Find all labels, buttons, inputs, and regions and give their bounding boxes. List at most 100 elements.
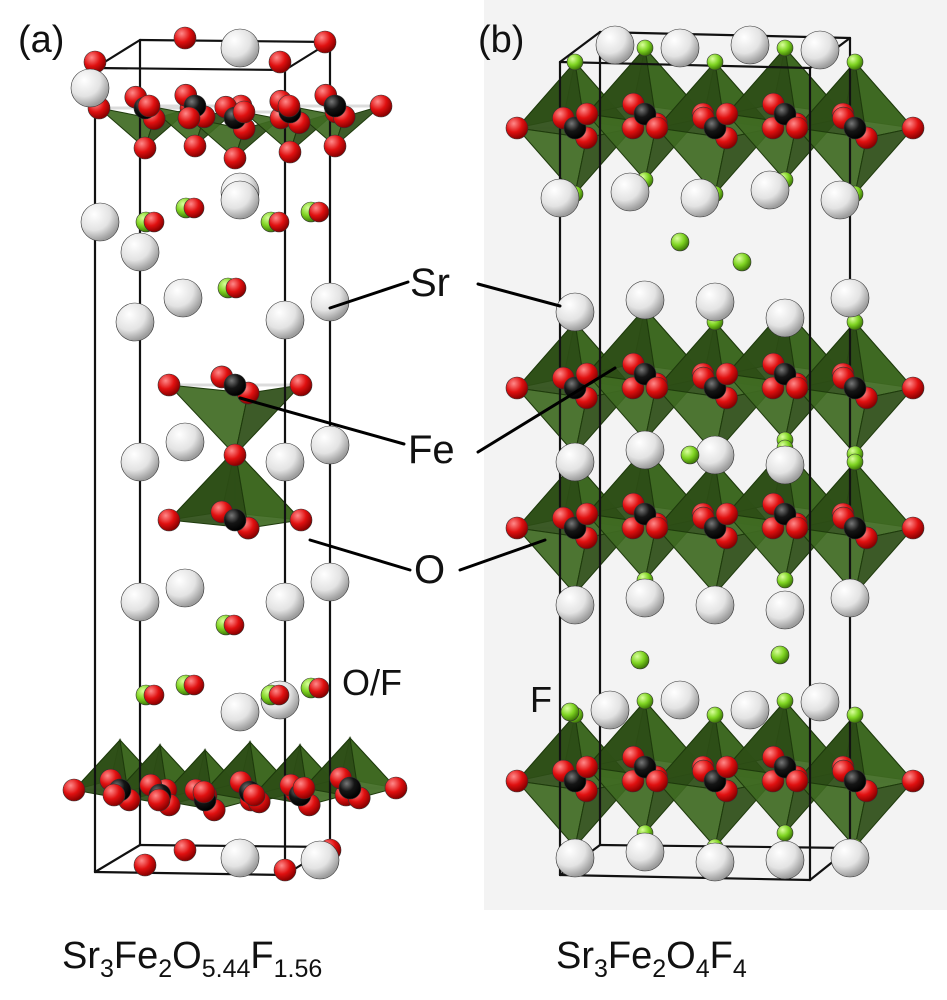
- o-atom: [505, 116, 529, 140]
- f-atom: [680, 445, 700, 465]
- sr-atom: [590, 690, 630, 730]
- f-atom: [770, 645, 790, 665]
- o-atom: [575, 502, 599, 526]
- sr-atom: [165, 422, 205, 462]
- of-site-o: [223, 614, 245, 636]
- panel-a-label: (a): [18, 19, 64, 61]
- o-atom: [645, 376, 669, 400]
- o-atom: [313, 30, 337, 54]
- f-atom: [846, 706, 864, 724]
- o-atom: [289, 373, 313, 397]
- sr-atom: [540, 178, 580, 218]
- sr-atom: [555, 838, 595, 878]
- of-site-o: [268, 684, 290, 706]
- octahedron-face: [349, 736, 397, 799]
- f-atom: [706, 53, 724, 71]
- sr-atom: [310, 425, 350, 465]
- of-site-o: [183, 197, 205, 219]
- sr-atom: [555, 292, 595, 332]
- o-atom: [133, 853, 157, 877]
- f-atom: [776, 824, 794, 842]
- o-atom: [645, 116, 669, 140]
- sr-atom: [800, 682, 840, 722]
- f-atom: [732, 252, 752, 272]
- of-site-o: [308, 201, 330, 223]
- panel-b-label: (b): [478, 19, 524, 61]
- sr-atom: [820, 180, 860, 220]
- f-atom: [560, 702, 580, 722]
- o-atom: [137, 94, 161, 118]
- sr-atom: [265, 582, 305, 622]
- sr-label: Sr: [410, 261, 450, 305]
- o-atom: [715, 755, 739, 779]
- leader-line: [238, 396, 406, 446]
- f-atom: [670, 232, 690, 252]
- o-atom: [901, 116, 925, 140]
- of-site-o: [143, 211, 165, 233]
- leader-line: [308, 538, 412, 572]
- o-atom: [292, 776, 316, 800]
- o-atom: [715, 362, 739, 386]
- sr-atom: [730, 25, 770, 65]
- unit-cell-edge: [558, 873, 812, 882]
- sr-atom: [625, 430, 665, 470]
- o-atom: [277, 94, 301, 118]
- of-site-o: [225, 277, 247, 299]
- sr-atom: [163, 278, 203, 318]
- sr-atom: [765, 590, 805, 630]
- sr-atom: [695, 842, 735, 882]
- fe-atom: [223, 508, 247, 532]
- unit-cell-edge: [558, 30, 602, 64]
- o-atom: [645, 516, 669, 540]
- sr-atom: [680, 178, 720, 218]
- sr-atom: [765, 840, 805, 880]
- o-atom: [289, 508, 313, 532]
- f-atom: [846, 53, 864, 71]
- o-atom: [505, 769, 529, 793]
- fe-atom: [843, 769, 867, 793]
- f-atom: [776, 692, 794, 710]
- o-atom: [177, 106, 201, 130]
- o-atom: [157, 508, 181, 532]
- sr-atom: [730, 690, 770, 730]
- of-site-o: [183, 674, 205, 696]
- sr-atom: [830, 838, 870, 878]
- sr-atom: [555, 442, 595, 482]
- sr-atom: [265, 442, 305, 482]
- o-atom: [785, 116, 809, 140]
- f-atom: [776, 571, 794, 589]
- o-atom: [575, 102, 599, 126]
- sr-atom: [695, 435, 735, 475]
- o-atom: [785, 516, 809, 540]
- unit-cell-edge: [93, 843, 142, 874]
- sr-atom: [165, 568, 205, 608]
- o-atom: [242, 783, 266, 807]
- o-atom: [223, 443, 247, 467]
- sr-atom: [120, 442, 160, 482]
- fe-atom: [223, 373, 247, 397]
- sr-atom: [695, 585, 735, 625]
- sr-atom: [765, 445, 805, 485]
- fe-label: Fe: [408, 428, 455, 472]
- fe-atom: [843, 516, 867, 540]
- f-atom: [636, 692, 654, 710]
- sr-atom: [220, 28, 260, 68]
- sr-atom: [625, 578, 665, 618]
- fe-atom: [338, 776, 362, 800]
- sr-atom: [765, 298, 805, 338]
- f-atom: [630, 650, 650, 670]
- sr-atom: [120, 582, 160, 622]
- sr-atom: [115, 302, 155, 342]
- sr-atom: [310, 562, 350, 602]
- sr-atom: [660, 680, 700, 720]
- sr-atom: [625, 832, 665, 872]
- atoms-layer: [62, 25, 925, 882]
- o-atom: [273, 858, 297, 882]
- sr-atom: [80, 202, 120, 242]
- f-atom: [706, 706, 724, 724]
- o-atom: [232, 100, 256, 124]
- leader-line: [328, 280, 410, 310]
- sr-atom: [555, 585, 595, 625]
- unit-cell-edge: [93, 870, 287, 877]
